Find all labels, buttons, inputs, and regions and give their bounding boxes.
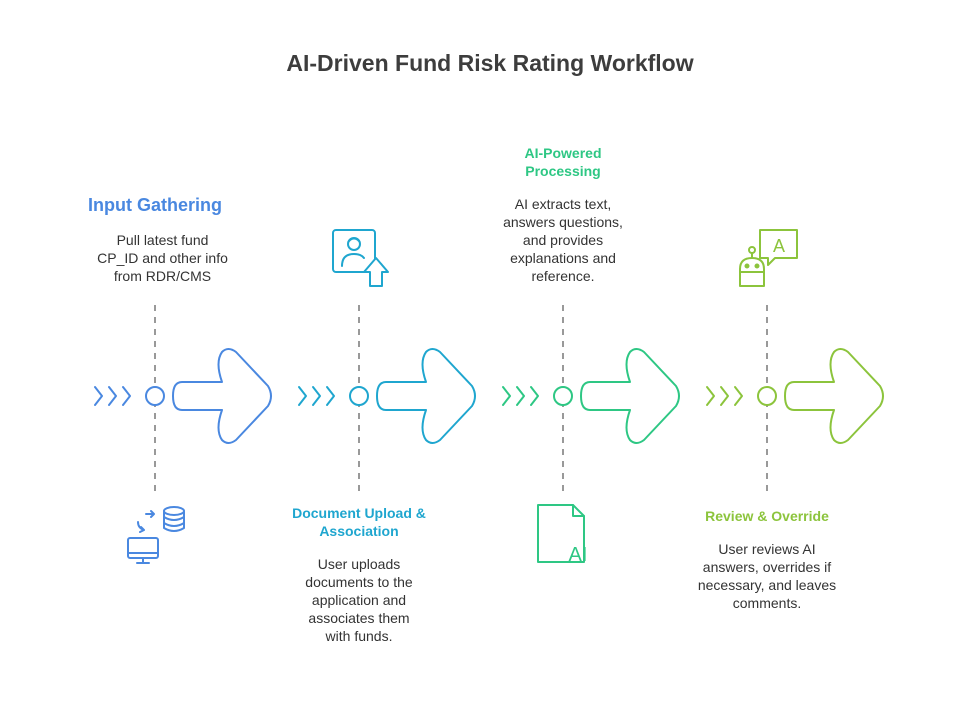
stage-3-arrow <box>502 348 680 444</box>
stage-1-title: Input Gathering <box>88 195 222 215</box>
ai-document-icon: AI <box>537 504 588 566</box>
stage-3-description: AI extracts text, answers questions, and… <box>503 196 623 284</box>
stage-3-title: AI-Powered Processing <box>524 145 602 179</box>
robot-chat-icon: A <box>739 229 798 287</box>
database-sync-icon <box>127 506 185 564</box>
chevrons-icon <box>94 386 131 406</box>
page-title: AI-Driven Fund Risk Rating Workflow <box>286 50 694 76</box>
chevrons-icon <box>706 386 743 406</box>
stage-2-title: Document Upload & Association <box>292 505 426 539</box>
big-arrow <box>172 348 272 444</box>
stage-1-description: Pull latest fund CP_ID and other info fr… <box>97 232 228 284</box>
big-arrow <box>580 348 680 444</box>
stage-4-title: Review & Override <box>705 508 829 524</box>
robot-chat-icon-label: A <box>773 236 785 256</box>
stage-node <box>757 386 777 406</box>
chevrons-icon <box>502 386 539 406</box>
stage-1-arrow <box>94 348 272 444</box>
stage-2-description: User uploads documents to the applicatio… <box>305 556 413 644</box>
stage-4-description: User reviews AI answers, overrides if ne… <box>697 541 837 611</box>
ai-document-icon-label: AI <box>569 544 588 566</box>
user-upload-icon <box>332 229 389 287</box>
stage-node <box>553 386 573 406</box>
big-arrow <box>784 348 884 444</box>
stage-node <box>145 386 165 406</box>
stage-2-arrow <box>298 348 476 444</box>
chevrons-icon <box>298 386 335 406</box>
stage-4-arrow <box>706 348 884 444</box>
big-arrow <box>376 348 476 444</box>
stage-node <box>349 386 369 406</box>
